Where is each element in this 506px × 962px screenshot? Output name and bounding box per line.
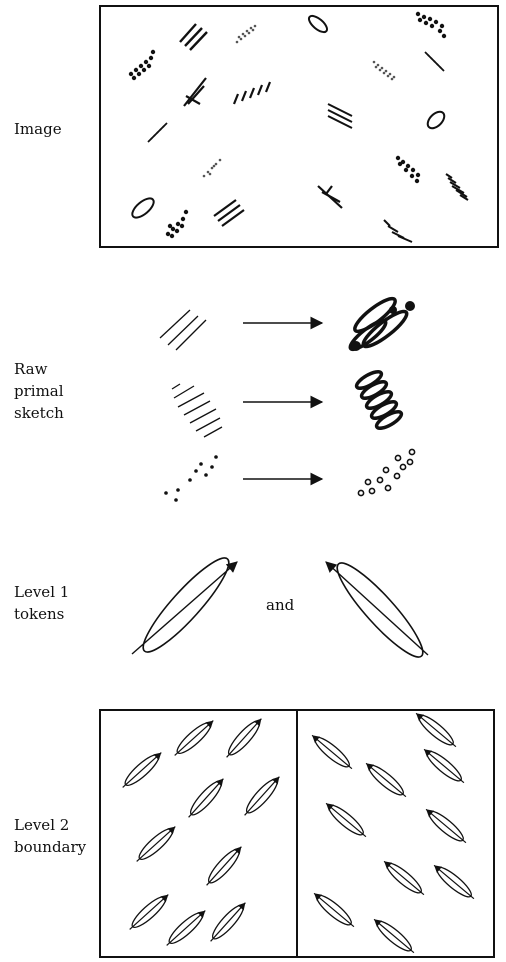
label-level2-boundary: Level 2 boundary [14, 816, 87, 856]
level2-right-region [307, 708, 479, 958]
level2-left-region [118, 714, 285, 951]
label-level1-tokens: Level 1 tokens [14, 583, 74, 623]
image-frame [99, 5, 499, 248]
label-image: Image [14, 120, 62, 138]
label-raw-primal-sketch: Raw primal sketch [14, 360, 68, 422]
label-and: and [266, 596, 295, 614]
level1-token-left [131, 557, 238, 655]
raw-primal-sketch [159, 296, 416, 502]
level1-token-right [325, 561, 429, 658]
image-texture [128, 11, 469, 243]
